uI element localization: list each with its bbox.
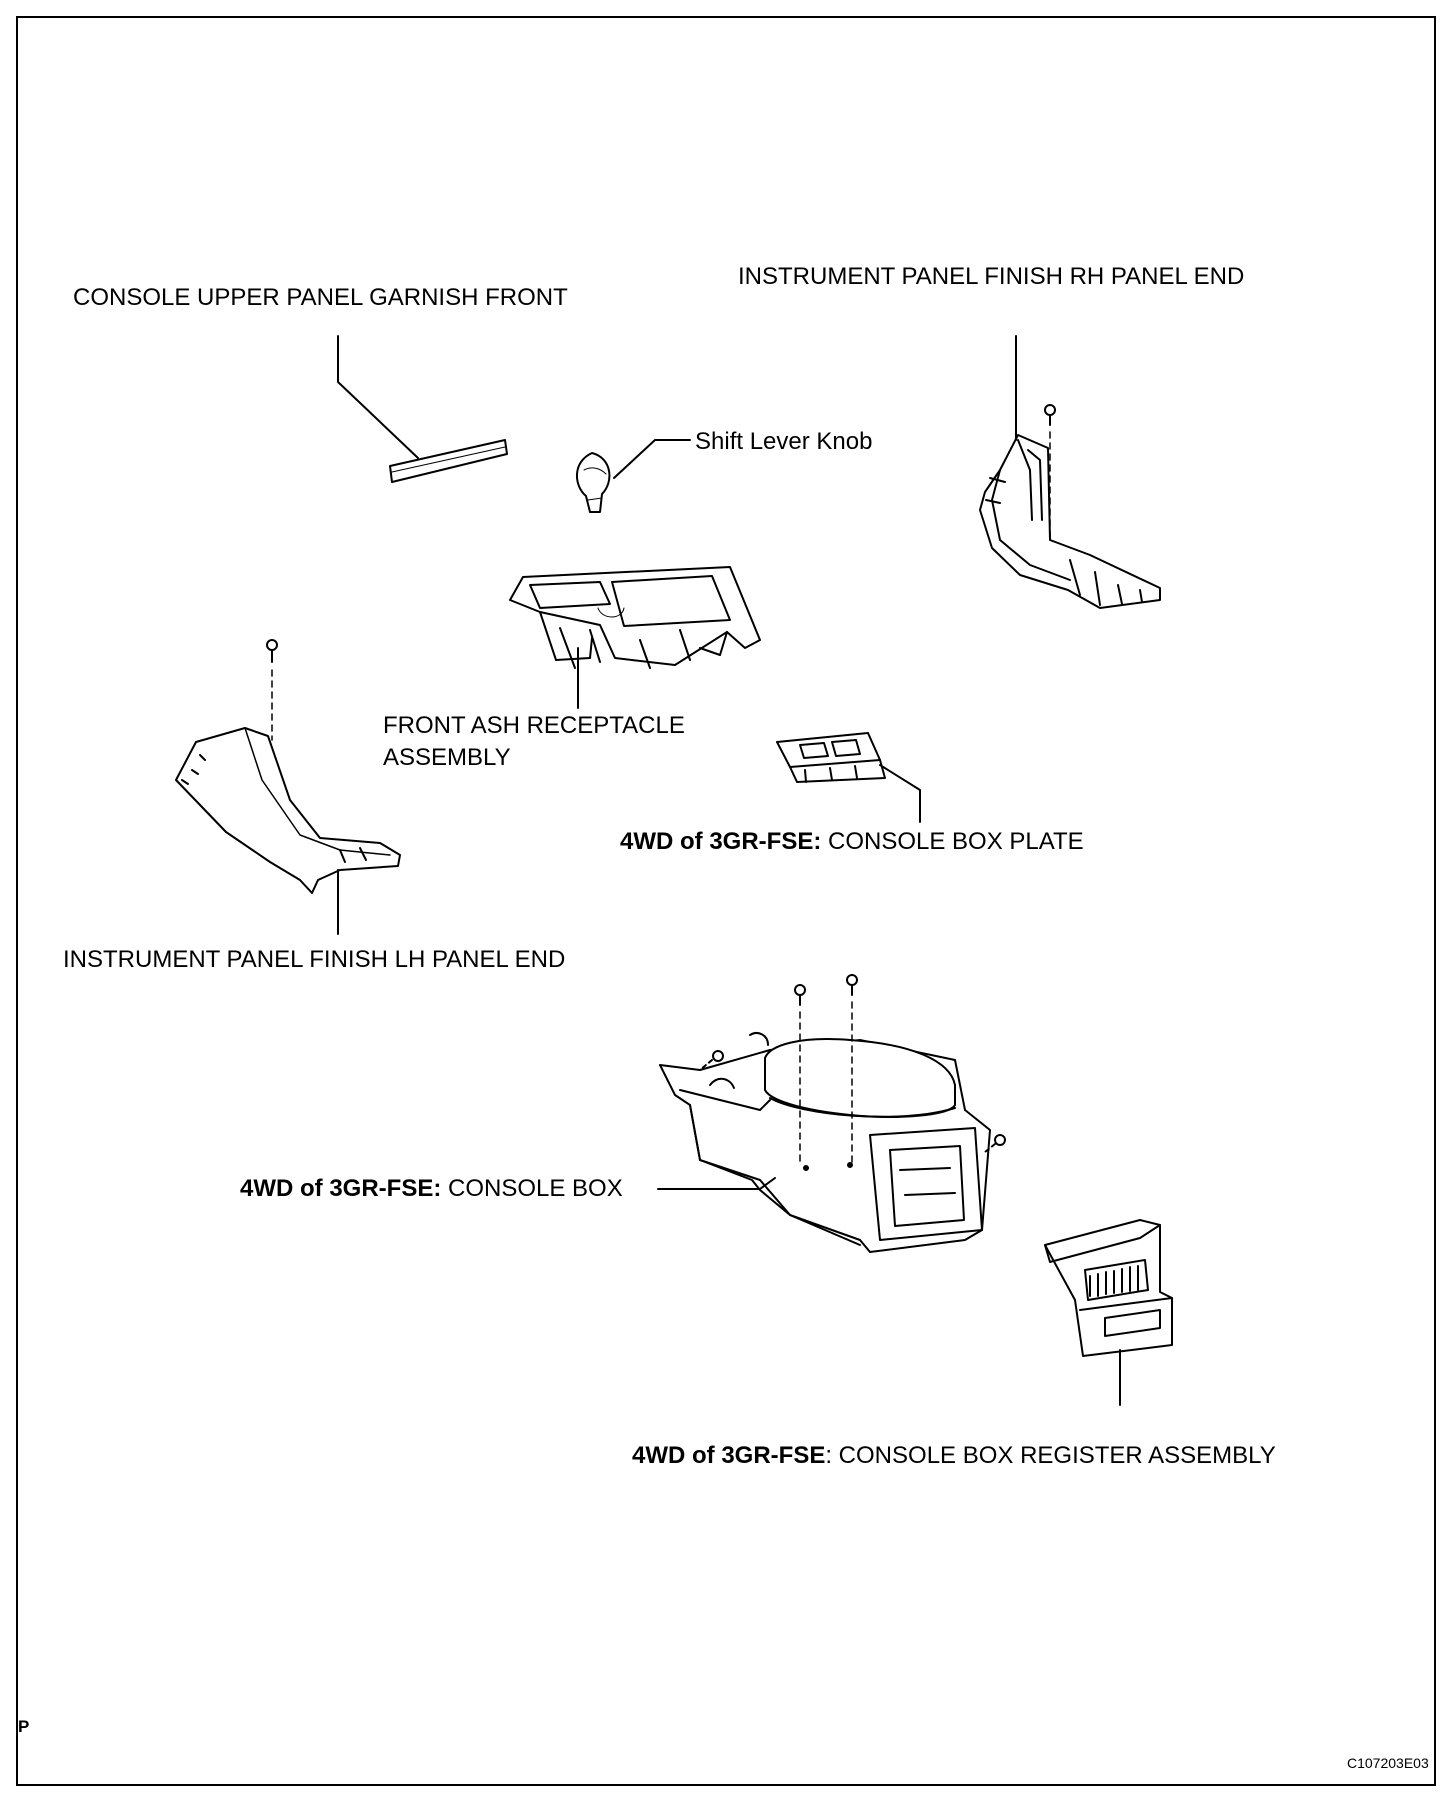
- corner-mark: P: [18, 1717, 30, 1736]
- label-lh-panel-end: INSTRUMENT PANEL FINISH LH PANEL END: [63, 946, 566, 973]
- console-box-part: [659, 1032, 991, 1253]
- label-rh-panel-end: INSTRUMENT PANEL FINISH RH PANEL END: [738, 263, 1245, 290]
- leader-garnish-front: [337, 335, 419, 459]
- label-console-box-text: CONSOLE BOX: [441, 1175, 623, 1202]
- label-shift-knob: Shift Lever Knob: [695, 428, 873, 455]
- label-register-assembly-text: : CONSOLE BOX REGISTER ASSEMBLY: [825, 1442, 1276, 1469]
- label-console-box-plate-prefix: 4WD of 3GR-FSE:: [620, 828, 822, 855]
- register-assembly-part: [1044, 1219, 1173, 1357]
- diagram-frame: [16, 16, 1436, 1786]
- console-box-plate-part: [776, 732, 886, 783]
- leader-console-box-plate: [879, 764, 921, 823]
- lh-screw: [266, 639, 278, 741]
- garnish-front-part: [389, 439, 508, 483]
- label-console-box-plate-text: CONSOLE BOX PLATE: [821, 828, 1084, 855]
- figure-code: C107203E03: [1347, 1755, 1429, 1771]
- label-console-box-prefix: 4WD of 3GR-FSE:: [240, 1175, 442, 1202]
- label-ash-receptacle-line1: FRONT ASH RECEPTACLE: [383, 712, 685, 739]
- rh-panel-end-part: [979, 434, 1161, 609]
- shift-knob-part: [576, 452, 611, 513]
- label-garnish-front: CONSOLE UPPER PANEL GARNISH FRONT: [73, 284, 568, 311]
- label-ash-receptacle-line2: ASSEMBLY: [383, 744, 511, 771]
- leader-shift-knob: [613, 439, 691, 479]
- lh-panel-end-part: [175, 727, 401, 894]
- label-console-box: 4WD of 3GR-FSE: CONSOLE BOX: [240, 1174, 623, 1204]
- leader-console-box: [657, 1177, 776, 1190]
- rh-screw: [1044, 404, 1056, 541]
- ash-receptacle-part: [509, 566, 761, 669]
- label-console-box-plate: 4WD of 3GR-FSE: CONSOLE BOX PLATE: [620, 827, 1084, 857]
- label-register-assembly-prefix: 4WD of 3GR-FSE: [632, 1442, 826, 1469]
- console-box-screws: [699, 974, 1006, 1171]
- label-register-assembly: 4WD of 3GR-FSE: CONSOLE BOX REGISTER ASS…: [632, 1441, 1276, 1471]
